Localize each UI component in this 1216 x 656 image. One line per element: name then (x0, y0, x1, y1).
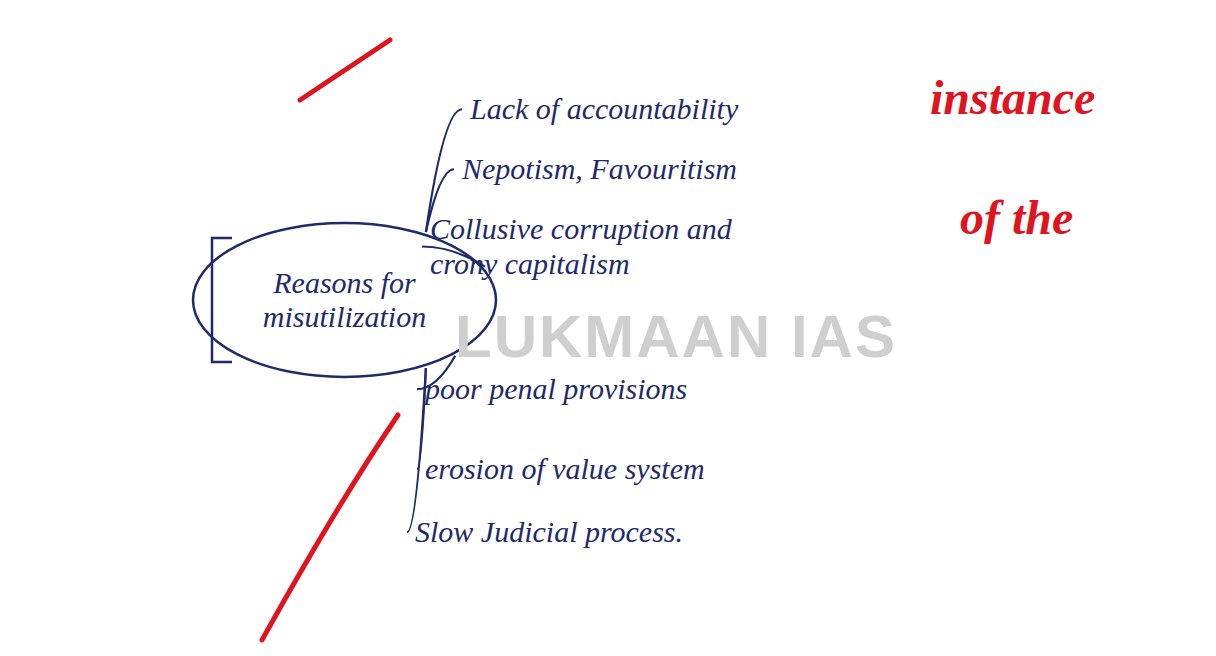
branch-item: Slow Judicial process. (415, 515, 683, 550)
branch-item: Lack of accountability (470, 92, 738, 127)
branch-item: Nepotism, Favouritism (462, 152, 737, 187)
branch-text: Nepotism, Favouritism (462, 152, 737, 187)
branch-item: erosion of value system (425, 452, 705, 487)
bracket (212, 238, 232, 362)
red-tick (300, 40, 390, 100)
branch-item: Collusive corruption and crony capitalis… (430, 212, 790, 281)
branch-text: Slow Judicial process. (415, 515, 683, 550)
branch-text: erosion of value system (425, 452, 705, 487)
branch-text: Lack of accountability (470, 92, 738, 127)
branch-line (407, 368, 426, 532)
remark-note: instance (930, 70, 1095, 125)
red-tick (262, 415, 398, 640)
branch-item: poor penal provisions (425, 372, 687, 407)
branch-text: poor penal provisions (425, 372, 687, 407)
watermark: LUKMAAN IAS (455, 302, 897, 371)
remark-note: of the (960, 190, 1073, 245)
branch-text: Collusive corruption and crony capitalis… (430, 212, 790, 281)
